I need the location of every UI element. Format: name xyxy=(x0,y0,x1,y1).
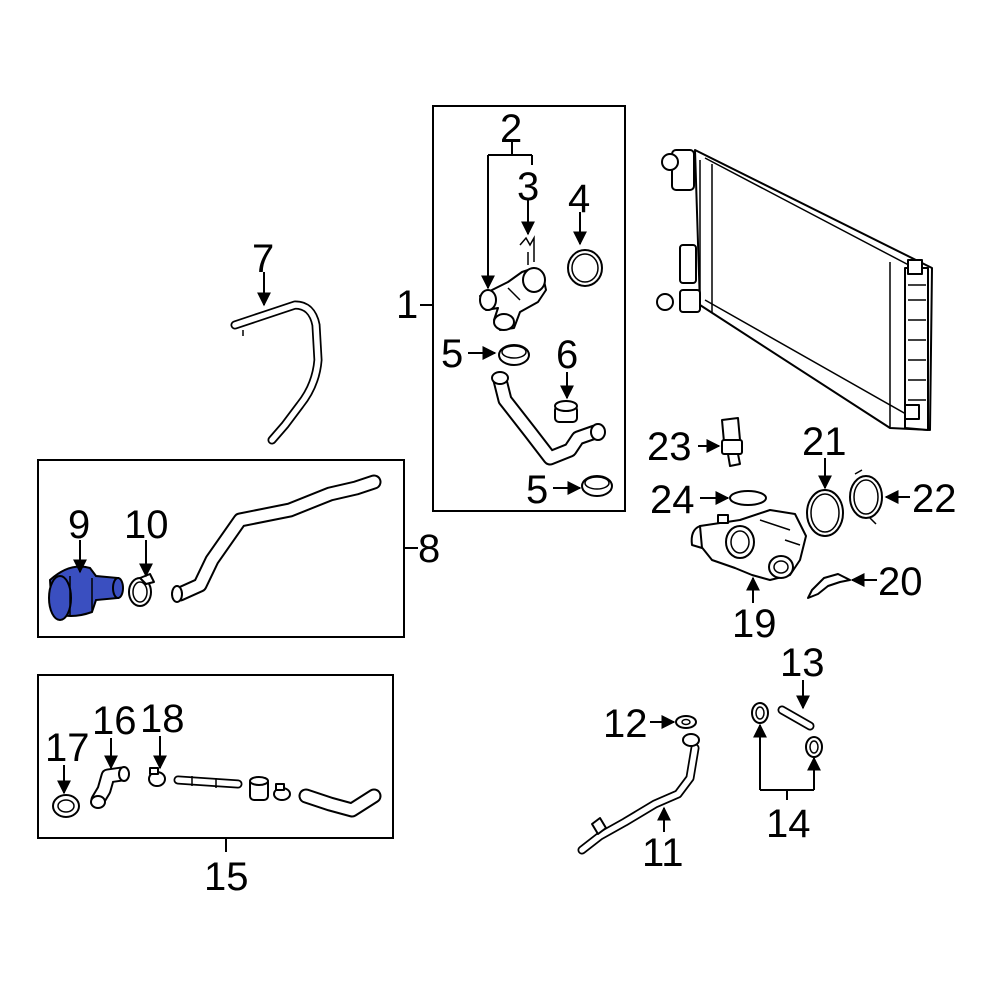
part-6-clamp[interactable] xyxy=(554,400,578,423)
callout-24: 24 xyxy=(650,478,695,522)
leader-lines xyxy=(57,140,910,852)
part-5-clamp-lower[interactable] xyxy=(581,475,613,497)
part-14-clamp-a[interactable] xyxy=(751,702,769,724)
group-15-hose[interactable] xyxy=(298,788,382,818)
callout-11: 11 xyxy=(642,831,684,875)
callout-5-upper: 5 xyxy=(441,332,463,376)
callout-9: 9 xyxy=(68,503,90,547)
callout-19: 19 xyxy=(732,602,777,646)
callout-10: 10 xyxy=(124,503,169,547)
part-23-sensor[interactable] xyxy=(721,417,743,467)
callout-15: 15 xyxy=(204,855,249,899)
part-9-coupler-highlighted[interactable] xyxy=(48,565,124,621)
callout-4: 4 xyxy=(568,177,590,221)
part-10-clamp[interactable] xyxy=(128,573,155,607)
part-18-clamp[interactable] xyxy=(148,767,166,787)
callout-17: 17 xyxy=(45,726,90,770)
part-3-clip[interactable] xyxy=(519,235,535,265)
callout-21: 21 xyxy=(802,420,847,464)
callout-12: 12 xyxy=(603,702,648,746)
callout-22: 22 xyxy=(912,477,957,521)
part-13-tube[interactable] xyxy=(777,705,815,731)
callout-7: 7 xyxy=(252,237,274,281)
part-21-gasket[interactable] xyxy=(806,489,844,537)
part-16-elbow-hose[interactable] xyxy=(90,766,130,809)
part-11-pipe[interactable] xyxy=(577,733,700,855)
part-14-clamp-b[interactable] xyxy=(805,736,823,758)
callout-13: 13 xyxy=(780,641,825,685)
callout-20: 20 xyxy=(878,560,923,604)
group-15-connector[interactable] xyxy=(249,776,269,801)
callout-5-lower: 5 xyxy=(526,468,548,512)
callout-23: 23 xyxy=(647,425,692,469)
part-2-connector[interactable] xyxy=(479,267,547,331)
group-1-hose[interactable] xyxy=(491,371,606,466)
part-19-thermostat-housing[interactable] xyxy=(690,509,807,581)
callout-18: 18 xyxy=(140,697,185,741)
callout-3: 3 xyxy=(517,165,539,209)
callout-1: 1 xyxy=(396,283,418,327)
group-15-small-clamp[interactable] xyxy=(273,783,291,801)
group-15-pipe[interactable] xyxy=(173,775,243,789)
part-17-clamp[interactable] xyxy=(52,794,80,818)
part-20-clip[interactable] xyxy=(807,573,851,599)
callout-14: 14 xyxy=(766,802,811,846)
group-box-1 xyxy=(432,105,626,512)
callout-8: 8 xyxy=(418,527,440,571)
part-22-seal[interactable] xyxy=(849,469,883,525)
radiator[interactable] xyxy=(656,149,933,431)
part-4-o-ring[interactable] xyxy=(567,249,603,287)
callout-labels: 1 2 3 4 5 6 5 7 8 9 10 11 12 13 14 15 16… xyxy=(45,107,957,899)
callout-2: 2 xyxy=(500,107,522,151)
part-5-clamp-upper[interactable] xyxy=(498,344,530,366)
callout-16: 16 xyxy=(92,699,137,743)
group-8-hose[interactable] xyxy=(171,474,382,603)
part-7-tube[interactable] xyxy=(230,300,323,445)
part-24-o-ring[interactable] xyxy=(729,490,767,506)
group-box-15 xyxy=(37,674,394,839)
callout-6: 6 xyxy=(556,333,578,377)
part-12-washer[interactable] xyxy=(675,715,697,729)
